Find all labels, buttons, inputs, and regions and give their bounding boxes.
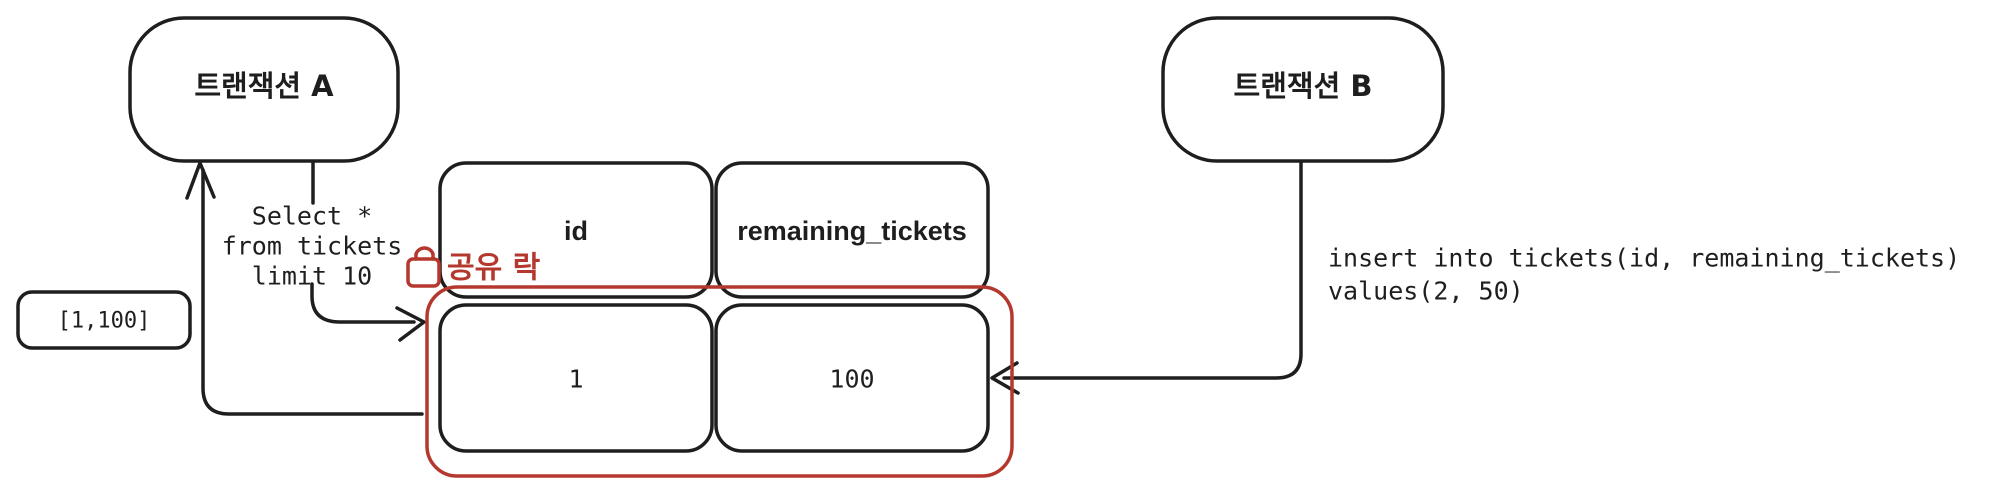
insert-query-line1: insert into tickets(id, remaining_ticket… [1328,244,1960,273]
arrowhead-up-icon [185,161,216,200]
insert-query-line2: values(2, 50) [1328,277,1524,306]
result-box-label: [1,100] [58,309,151,334]
row-value-id: 1 [568,365,583,394]
transaction-b-label: 트랜잭션 B [1234,69,1373,103]
transaction-b-node [1161,16,1445,163]
lock-icon [406,246,441,288]
arrowhead-right-icon [395,306,426,342]
connector-row-to-a [201,168,424,416]
select-query-line3: limit 10 [252,262,372,291]
row-value-remaining-tickets: 100 [829,365,874,394]
transaction-a-label: 트랜잭션 A [194,69,334,103]
column-header-id: id [564,216,588,246]
connector-select-to-row [310,282,416,324]
table-row-cell-remaining-tickets [714,303,990,453]
select-query-line1: Select * [252,202,372,231]
result-box [16,290,192,350]
shared-lock-highlight-box [425,285,1014,478]
arrowhead-left-icon [990,361,1020,395]
table-header-cell-id [438,161,714,299]
shared-lock-label: 공유 락 [447,251,541,286]
table-header-cell-remaining-tickets [714,161,990,299]
column-header-remaining-tickets: remaining_tickets [737,216,967,246]
connector-b-to-row [1002,159,1303,380]
table-row-cell-id [438,303,714,453]
transaction-a-node [128,16,400,163]
select-query-line2: from tickets [222,232,403,261]
